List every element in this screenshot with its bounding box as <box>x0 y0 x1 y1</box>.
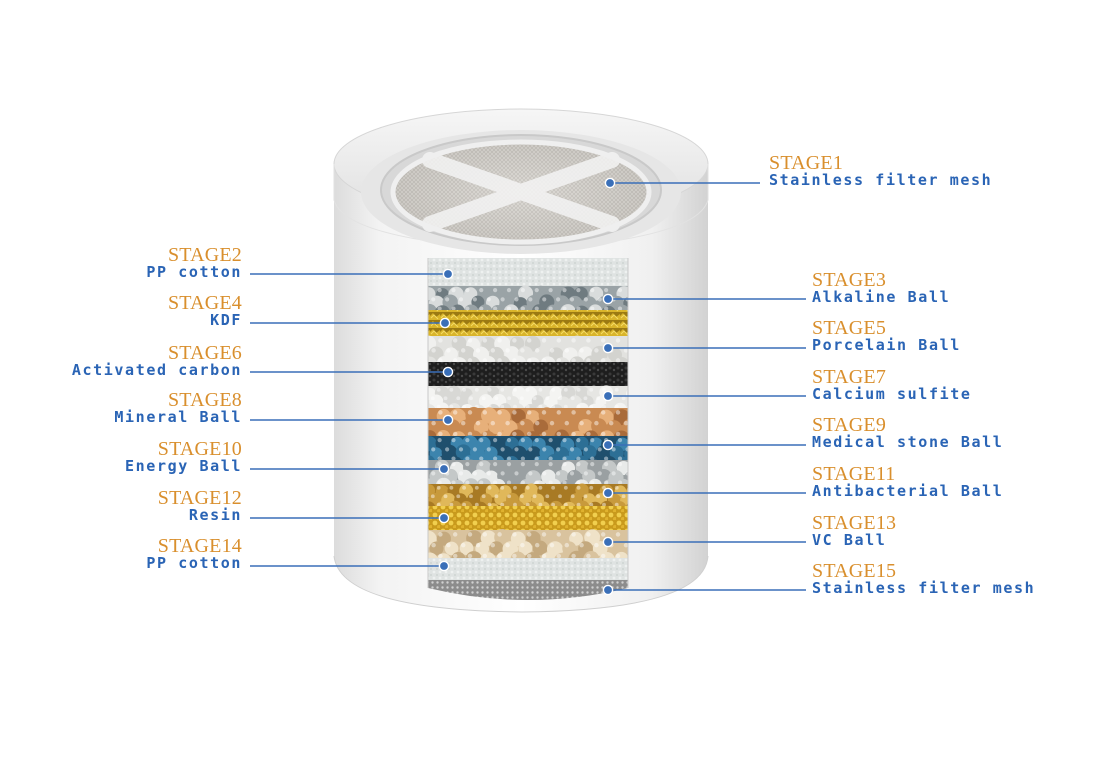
stage-15-description: Stainless filter mesh <box>812 581 1035 596</box>
stage-11-title: STAGE11 <box>812 464 896 484</box>
stage-6-description: Activated carbon <box>72 363 242 378</box>
stage-9-description: Medical stone Ball <box>812 435 1003 450</box>
stage-3-title: STAGE3 <box>812 270 886 290</box>
stage-10-title: STAGE10 <box>158 439 242 459</box>
stage-7-description: Calcium sulfite <box>812 387 971 402</box>
stage-2-title: STAGE2 <box>168 245 242 265</box>
stage-12-description: Resin <box>189 508 242 523</box>
stage-8-description: Mineral Ball <box>114 410 242 425</box>
stage-13-marker-dot <box>603 537 612 546</box>
stage-10-description: Energy Ball <box>125 459 242 474</box>
stage-14-marker-dot <box>439 561 448 570</box>
stage-7-marker-dot <box>603 391 612 400</box>
stage-3-description: Alkaline Ball <box>812 290 950 305</box>
stage-1-marker-dot <box>605 178 614 187</box>
stage-9-title: STAGE9 <box>812 415 886 435</box>
stage-5-marker-dot <box>603 343 612 352</box>
stage-3-marker-dot <box>603 294 612 303</box>
stage-9-marker-dot <box>603 440 612 449</box>
stage-8-marker-dot <box>443 415 452 424</box>
stage-12-marker-dot <box>439 513 448 522</box>
stage-8-title: STAGE8 <box>168 390 242 410</box>
stage-14-title: STAGE14 <box>158 536 242 556</box>
stage-1-description: Stainless filter mesh <box>769 173 992 188</box>
stage-7-title: STAGE7 <box>812 367 886 387</box>
stage-10-marker-dot <box>439 464 448 473</box>
stage-15-title: STAGE15 <box>812 561 896 581</box>
stage-13-title: STAGE13 <box>812 513 896 533</box>
stage-12-title: STAGE12 <box>158 488 242 508</box>
stage-4-title: STAGE4 <box>168 293 242 313</box>
stage-11-marker-dot <box>603 488 612 497</box>
stage-11-description: Antibacterial Ball <box>812 484 1003 499</box>
stage-4-marker-dot <box>440 318 449 327</box>
stage-4-description: KDF <box>210 313 242 328</box>
stage-2-marker-dot <box>443 269 452 278</box>
stage-6-marker-dot <box>443 367 452 376</box>
stage-5-description: Porcelain Ball <box>812 338 961 353</box>
stage-13-description: VC Ball <box>812 533 886 548</box>
stage-14-description: PP cotton <box>146 556 242 571</box>
stage-6-title: STAGE6 <box>168 343 242 363</box>
stage-1-title: STAGE1 <box>769 153 843 173</box>
stage-5-title: STAGE5 <box>812 318 886 338</box>
stage-15-marker-dot <box>603 585 612 594</box>
stage-2-description: PP cotton <box>146 265 242 280</box>
